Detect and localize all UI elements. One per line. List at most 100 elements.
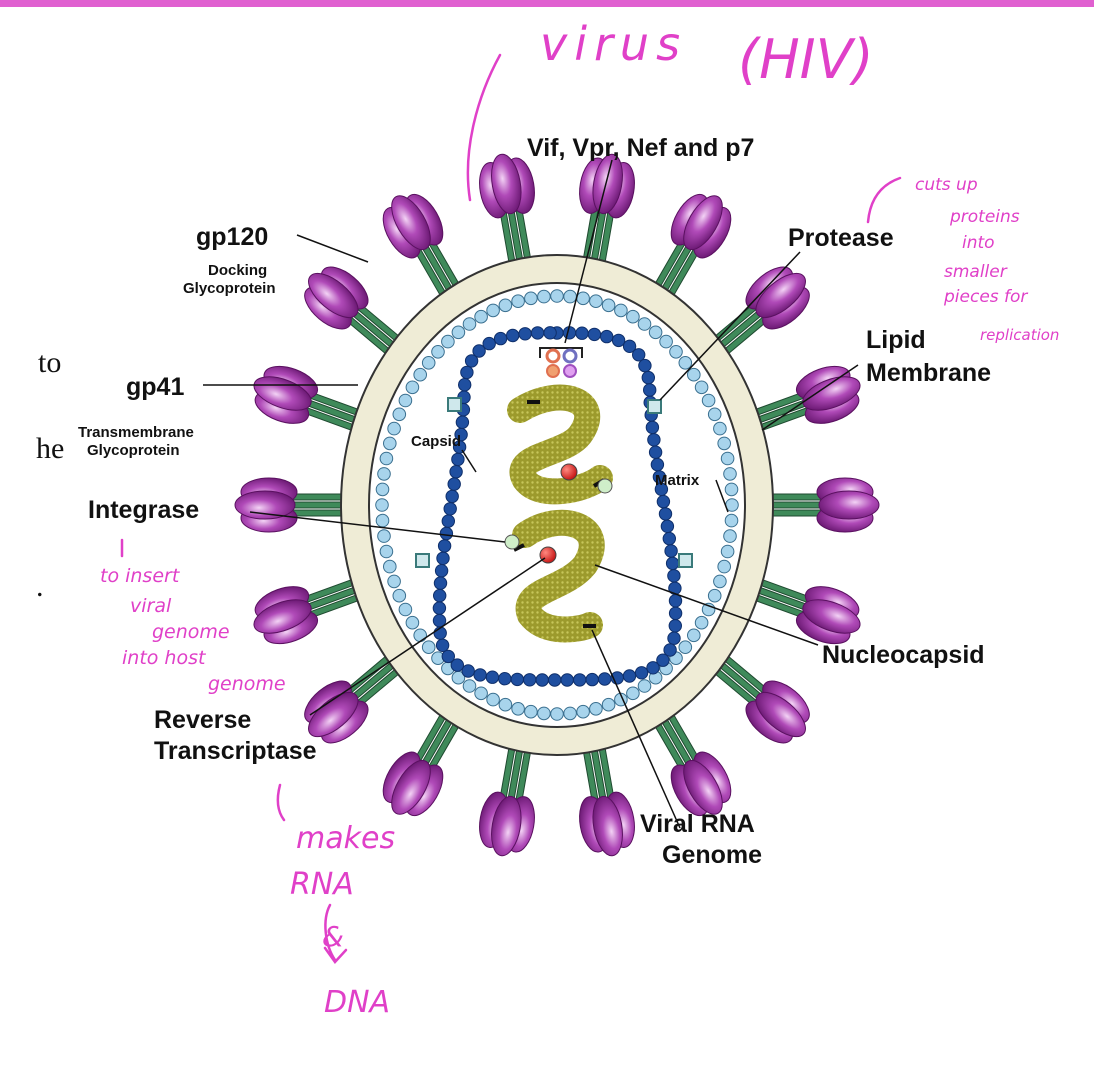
matrix-bead <box>687 628 701 643</box>
label-membrane: Membrane <box>866 359 991 387</box>
hand-integrase-2: viral <box>130 595 172 617</box>
capsid-bead <box>436 551 450 565</box>
hand-integrase-1: to insert <box>100 565 181 587</box>
matrix-bead <box>375 498 389 512</box>
capsid-bead <box>647 433 661 447</box>
matrix-bead <box>601 298 616 313</box>
capsid-bead <box>585 672 599 687</box>
hand-integrase-4: into host <box>122 647 207 669</box>
capsid-bead <box>668 594 683 608</box>
capsid-bead <box>530 326 545 340</box>
matrix-bead <box>614 303 628 318</box>
capsid-bead <box>510 672 524 687</box>
capsid-bead <box>437 539 452 553</box>
membrane-inner-edge <box>368 282 746 728</box>
label-transmembrane-glyco: Glycoprotein <box>87 442 180 459</box>
capsid-bead <box>433 576 448 590</box>
matrix-bead <box>498 298 513 313</box>
matrix-bead <box>563 289 577 304</box>
capsid-bead <box>643 383 657 397</box>
rna-tick-3 <box>513 543 525 552</box>
matrix-bead <box>375 513 390 528</box>
matrix-bead <box>550 289 564 303</box>
matrix-bead <box>405 380 420 395</box>
capsid-bead <box>600 329 614 344</box>
capsid-bead <box>473 668 487 682</box>
matrix-bead <box>421 640 436 655</box>
capsid-bead <box>667 569 681 583</box>
hand-protease-2: proteins <box>949 207 1020 227</box>
label-capsid: Capsid <box>411 433 461 450</box>
matrix-bead <box>701 393 716 408</box>
hand-rt-3: & <box>322 920 344 953</box>
matrix-bead <box>637 679 652 693</box>
label-matrix: Matrix <box>655 472 700 489</box>
matrix-bead <box>659 334 673 349</box>
matrix-bead <box>537 289 551 304</box>
capsid-bead <box>641 370 655 385</box>
matrix-bead <box>687 367 701 382</box>
capsid-bead <box>506 328 520 343</box>
matrix-bead <box>601 697 616 712</box>
capsid-bead <box>548 673 562 687</box>
envelope-spikes <box>234 153 880 857</box>
label-reverse: Reverse <box>154 706 251 734</box>
matrix-bead <box>637 317 652 331</box>
capsid-bead <box>598 672 612 686</box>
capsid-bead <box>587 327 602 342</box>
matrix-bead <box>379 544 394 559</box>
vif-protein <box>545 348 561 364</box>
capsid-bead <box>485 670 500 684</box>
matrix-bead <box>486 692 500 707</box>
capsid-bead <box>622 669 637 683</box>
capsid-bead <box>433 588 447 603</box>
label-transcriptase: Transcriptase <box>154 737 317 765</box>
matrix-bead <box>387 574 401 589</box>
protease-square-1 <box>447 397 462 412</box>
hand-integrase-5: genome <box>208 673 286 695</box>
capsid-bead <box>664 544 678 558</box>
integrase-molecule-1 <box>597 478 613 494</box>
hand-protease-3: into <box>962 233 995 253</box>
matrix-bead <box>398 602 413 617</box>
matrix-bead <box>576 291 590 306</box>
capsid-bead <box>461 664 475 678</box>
matrix-bead <box>724 482 739 497</box>
label-gp120: gp120 <box>196 223 268 251</box>
matrix-bead <box>537 706 551 721</box>
matrix-bead <box>383 559 397 574</box>
label-viral-rna: Viral RNA <box>640 810 755 838</box>
label-docking-glyco: Glycoprotein <box>183 280 276 297</box>
matrix-bead <box>474 309 488 324</box>
matrix-bead <box>694 615 709 630</box>
capsid-bead <box>656 653 670 667</box>
hand-rt-2: RNA <box>290 867 354 902</box>
protease-square-2 <box>647 399 662 414</box>
hand-protease-4: smaller <box>944 262 1008 282</box>
matrix-bead <box>648 325 663 340</box>
matrix-bead <box>377 467 391 481</box>
capsid-bead <box>464 354 479 368</box>
capsid-bead <box>611 333 626 348</box>
capsid-bead <box>458 378 472 392</box>
capsid-bead <box>622 339 637 353</box>
capsid-bead <box>660 519 675 533</box>
matrix-bead <box>524 291 538 306</box>
hand-rt-4: DNA <box>324 985 390 1020</box>
capsid-bead <box>439 526 454 541</box>
spike <box>479 153 535 276</box>
capsid-bead <box>434 564 449 578</box>
hand-rt-1: makes <box>296 821 395 856</box>
label-vif-vpr-nef-p7: Vif, Vpr, Nef and p7 <box>527 134 754 162</box>
matrix-bead <box>474 686 488 701</box>
hand-protease-5: pieces for <box>943 287 1028 307</box>
capsid-bead <box>482 336 496 351</box>
matrix-bead <box>717 436 732 451</box>
capsid-bead <box>518 327 532 341</box>
matrix-bead <box>678 356 693 370</box>
matrix-bead <box>405 615 420 630</box>
matrix-bead <box>392 407 407 422</box>
capsid-bead <box>445 489 459 504</box>
capsid-bead <box>646 661 660 675</box>
